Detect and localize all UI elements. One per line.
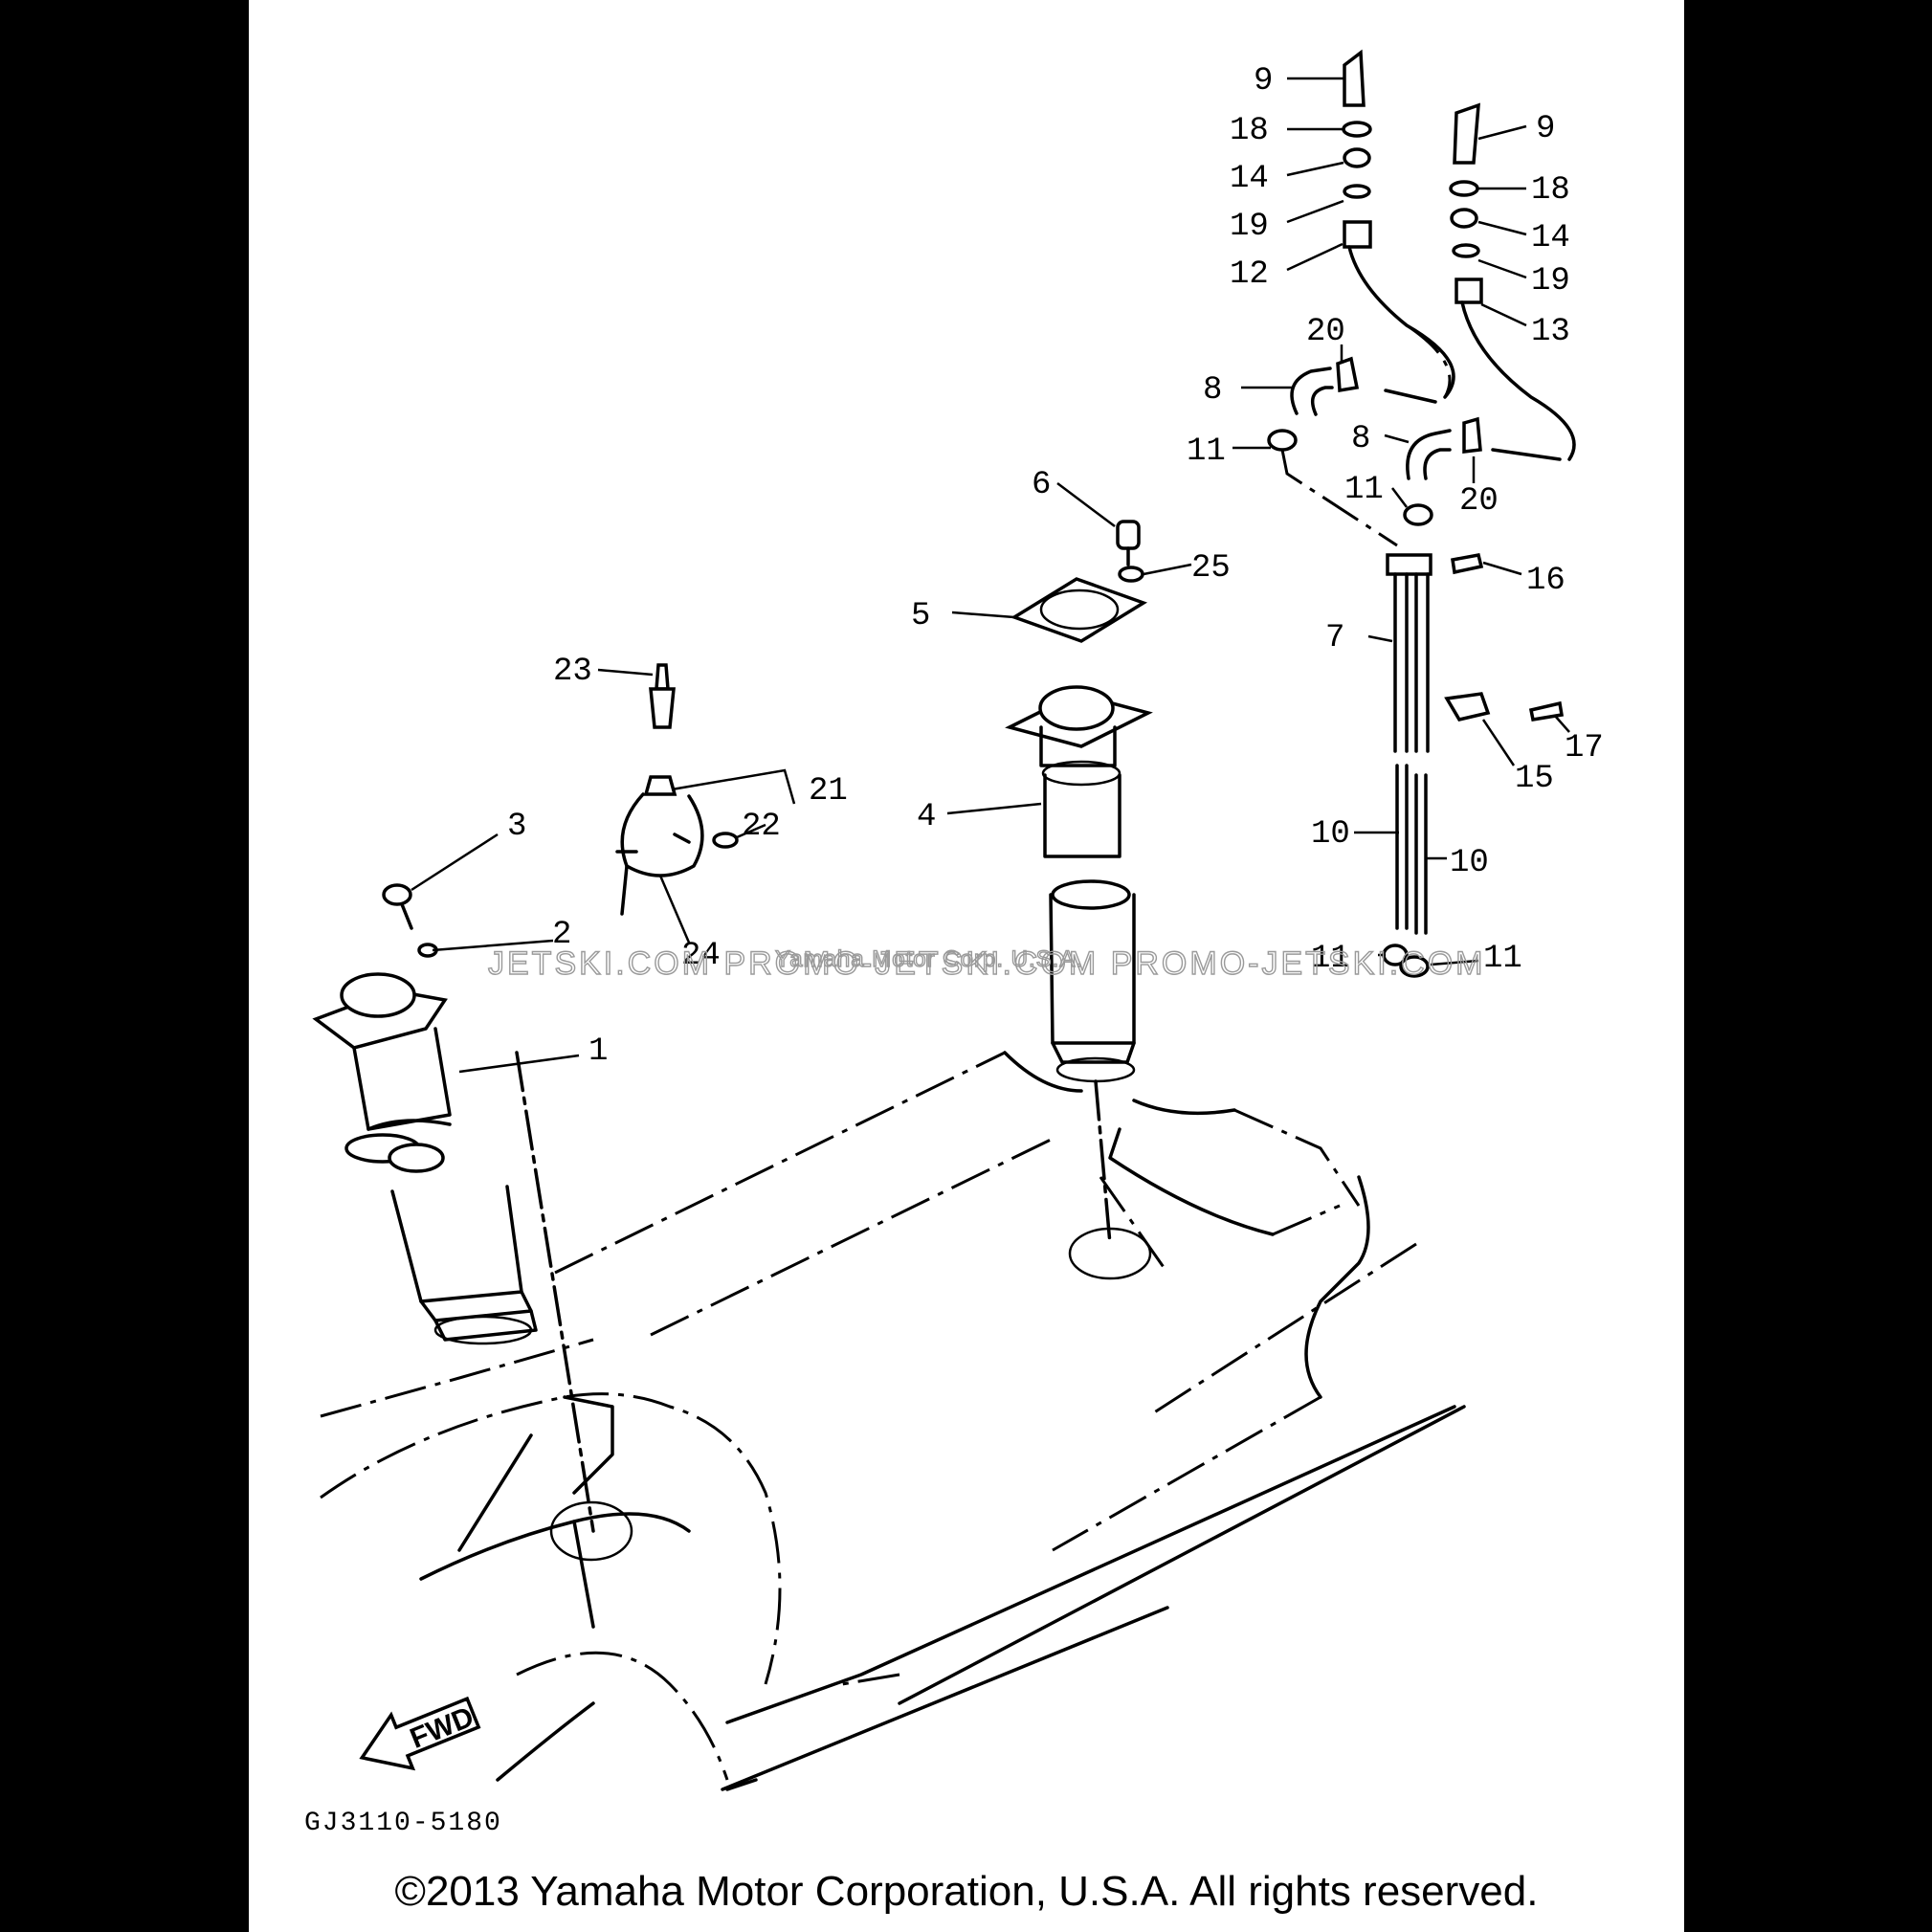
callout-12: 12 <box>1230 256 1269 293</box>
callout-20b: 20 <box>1459 483 1499 520</box>
front-fill-opening <box>549 1500 633 1562</box>
diagram-sheet <box>249 0 1684 1932</box>
part-16-clip <box>1451 552 1484 575</box>
part-3-screw <box>382 883 413 930</box>
center-line-rear <box>1094 1079 1112 1246</box>
callout-15: 15 <box>1515 761 1554 797</box>
part-21-band-assembly <box>615 775 704 916</box>
callout-2: 2 <box>552 917 571 953</box>
watermark-center: Yamaha Motor Corp. U.S.A. <box>775 946 1083 972</box>
part-15-clamp <box>1444 692 1491 722</box>
callout-9b: 9 <box>1536 111 1555 147</box>
part-25-washer <box>1118 566 1144 583</box>
callout-18b: 18 <box>1531 172 1570 209</box>
callout-17: 17 <box>1565 730 1604 766</box>
callout-13: 13 <box>1531 314 1570 350</box>
callout-labels: 9 18 14 19 12 9 18 14 19 13 20 8 8 20 11… <box>507 63 1604 1070</box>
part-11-cap-a <box>1267 429 1298 452</box>
breather-hose-right <box>1449 102 1576 461</box>
part-6-screw <box>1116 520 1141 566</box>
watermark-text: JETSKI.COM PROMO-JETSKI.COM PROMO-JETSKI… <box>488 945 1485 982</box>
part-10-tubes <box>1395 764 1428 935</box>
callout-19b: 19 <box>1531 263 1570 300</box>
part-8-elbow-left <box>1290 366 1334 416</box>
breather-hose-left <box>1342 49 1455 404</box>
part-4-filler-assembly <box>1005 685 1153 1083</box>
callout-16: 16 <box>1526 563 1566 599</box>
callout-6: 6 <box>1032 467 1051 503</box>
part-11-cap-b <box>1403 503 1433 526</box>
part-11-cap-d <box>1399 955 1430 978</box>
callout-11b: 11 <box>1344 472 1384 508</box>
callout-11d: 11 <box>1483 941 1522 977</box>
part-22-washer <box>712 832 739 849</box>
callout-24: 24 <box>681 938 721 974</box>
callout-8a: 8 <box>1203 372 1222 409</box>
callout-22: 22 <box>742 809 781 845</box>
part-7-tube <box>1386 553 1432 753</box>
diagram-code: GJ3110-5180 <box>304 1809 502 1838</box>
callout-25: 25 <box>1191 550 1231 587</box>
callout-18a: 18 <box>1230 113 1269 149</box>
part-20-clip-left <box>1336 356 1360 393</box>
callout-10a: 10 <box>1311 816 1350 853</box>
callout-19a: 19 <box>1230 209 1269 245</box>
part-5-gasket <box>1010 577 1148 643</box>
callout-20a: 20 <box>1306 314 1345 350</box>
callout-7: 7 <box>1325 620 1344 656</box>
callout-4: 4 <box>917 799 936 835</box>
callout-21: 21 <box>809 773 848 810</box>
callout-10b: 10 <box>1450 845 1489 881</box>
part-17-clip <box>1528 700 1565 722</box>
part-1-vent-assembly <box>312 972 538 1345</box>
callout-14b: 14 <box>1531 220 1570 256</box>
callout-1: 1 <box>588 1033 608 1070</box>
part-23-rivet <box>649 663 676 729</box>
hose-routing-line <box>1280 449 1398 547</box>
callout-5: 5 <box>911 598 930 634</box>
copyright-notice: ©2013 Yamaha Motor Corporation, U.S.A. A… <box>394 1868 1539 1915</box>
hull-outline <box>320 1051 1466 1791</box>
fwd-arrow-icon: FWD <box>359 1696 481 1771</box>
center-line-front <box>515 1051 595 1533</box>
callout-23: 23 <box>553 654 592 690</box>
callout-11c: 11 <box>1311 941 1350 977</box>
callout-9a: 9 <box>1254 63 1273 100</box>
callout-11a: 11 <box>1187 433 1226 470</box>
callout-14a: 14 <box>1230 161 1269 197</box>
leader-lines <box>411 77 1570 1074</box>
part-8-elbow-right <box>1406 429 1452 480</box>
callout-8b: 8 <box>1351 421 1370 457</box>
part-20-clip-right <box>1462 416 1482 454</box>
callout-3: 3 <box>507 809 526 845</box>
